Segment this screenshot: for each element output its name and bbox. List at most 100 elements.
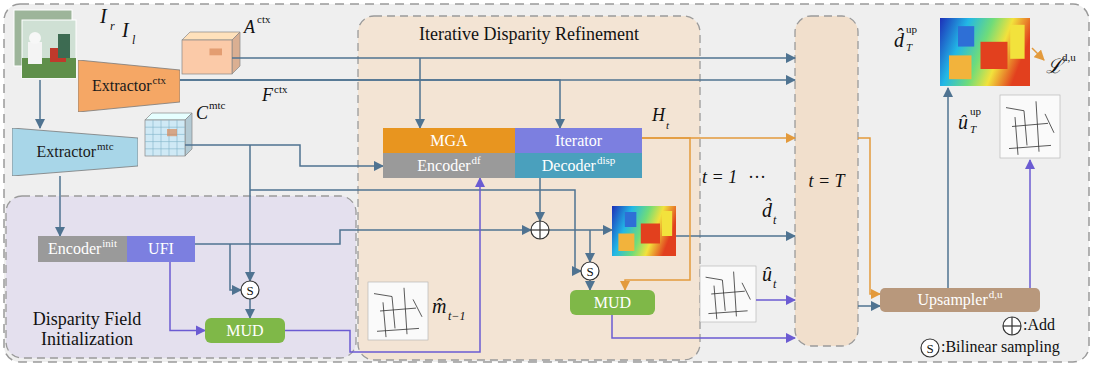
feature-symbol: C bbox=[196, 104, 208, 122]
feature-volume bbox=[182, 32, 240, 74]
connector bbox=[858, 305, 880, 307]
mask-map bbox=[368, 282, 428, 340]
subscript: l bbox=[132, 34, 135, 46]
subscript: t bbox=[666, 120, 669, 131]
node-text: Extractorctx bbox=[92, 77, 166, 95]
wire bbox=[947, 88, 949, 288]
image-symbol: I bbox=[122, 20, 129, 40]
node-text: MGA bbox=[430, 132, 467, 150]
subscript: t bbox=[773, 214, 776, 226]
disparity-map bbox=[940, 18, 1030, 86]
module-box: Iterator bbox=[515, 128, 642, 153]
add-symbol bbox=[531, 221, 549, 239]
stage-panel: Disparity Field Initialization Encoderini… bbox=[6, 196, 356, 358]
subscript: t bbox=[773, 278, 776, 290]
node-label: Upsampler bbox=[918, 291, 988, 308]
superscript: df bbox=[472, 154, 481, 166]
wire bbox=[419, 58, 421, 128]
feature-extractor: Extractorctx bbox=[78, 60, 180, 112]
module-box: Encoderinit bbox=[38, 236, 127, 262]
wire bbox=[232, 57, 795, 59]
feature-symbol: A bbox=[244, 18, 255, 36]
node-text: Encoderdf bbox=[417, 157, 480, 175]
module-box: Encoderdf bbox=[383, 153, 515, 178]
node-label: Extractor bbox=[92, 77, 152, 94]
node-label: Disparity Field Initialization bbox=[33, 309, 142, 350]
node-text: MUD bbox=[594, 294, 631, 312]
module-box: MUD bbox=[570, 290, 655, 315]
subscript: r bbox=[110, 20, 115, 32]
ellipsis: ··· bbox=[748, 168, 766, 186]
node-label: Iterative Disparity Refinement bbox=[419, 24, 639, 44]
node-text: UFI bbox=[148, 240, 174, 258]
iteration-panel: t = T bbox=[795, 16, 858, 346]
stage-panel: Iterative Disparity RefinementMGA Iterato… bbox=[358, 16, 700, 360]
panel-fill bbox=[358, 16, 700, 360]
superscript: init bbox=[102, 237, 117, 249]
connector bbox=[180, 79, 795, 81]
wire bbox=[185, 145, 383, 166]
mask-symbol: m̂ bbox=[432, 296, 446, 316]
node-label: UFI bbox=[148, 240, 174, 257]
wire bbox=[676, 235, 795, 237]
superscript: d,u bbox=[989, 288, 1003, 300]
node-label: Encoder bbox=[417, 157, 470, 174]
node-label: Decoder bbox=[542, 157, 596, 174]
wire bbox=[39, 80, 41, 128]
node-text: MUD bbox=[226, 322, 263, 340]
iteration-label: t = 1 bbox=[702, 168, 737, 186]
panel-fill bbox=[795, 16, 858, 346]
superscript: ctx bbox=[257, 14, 270, 25]
wire bbox=[589, 280, 591, 290]
module-box: MUD bbox=[205, 318, 285, 343]
hidden-state-symbol: H bbox=[652, 106, 665, 124]
cost-volume bbox=[145, 113, 192, 156]
connector bbox=[285, 178, 480, 352]
module-box: Upsamplerd,u bbox=[880, 288, 1040, 312]
wire bbox=[249, 299, 251, 318]
stereo-images bbox=[14, 10, 76, 78]
node-label: MUD bbox=[226, 322, 263, 339]
uncertainty-symbol: û bbox=[958, 112, 968, 132]
sampling-symbol: S bbox=[926, 342, 933, 355]
subscript: T bbox=[906, 42, 912, 53]
superscript: ctx bbox=[153, 74, 166, 86]
sampling-circle bbox=[581, 262, 599, 280]
node-text: Iterative Disparity Refinement bbox=[358, 24, 700, 45]
node-text: Extractormtc bbox=[36, 143, 113, 161]
sampling-circle bbox=[921, 339, 939, 357]
feature-symbol: F bbox=[262, 86, 273, 104]
node-text: Upsamplerd,u bbox=[918, 291, 1003, 309]
superscript: mtc bbox=[97, 140, 114, 152]
module-box: MGA bbox=[383, 128, 515, 153]
connector bbox=[170, 262, 205, 331]
node-label: t = T bbox=[808, 171, 844, 192]
wire bbox=[589, 230, 591, 262]
legend-text: :Bilinear sampling bbox=[941, 339, 1060, 355]
sampling-symbol: S bbox=[246, 284, 253, 297]
wire bbox=[539, 178, 541, 221]
image-symbol: I bbox=[100, 6, 107, 26]
wire bbox=[756, 299, 795, 301]
figure-frame bbox=[4, 4, 1089, 362]
loss-symbol: ℒ bbox=[1046, 56, 1063, 76]
sampling-circle bbox=[241, 281, 259, 299]
disparity-map bbox=[612, 206, 676, 256]
feature-extractor: Extractormtc bbox=[12, 128, 138, 176]
superscript: mtc bbox=[209, 100, 226, 111]
wire bbox=[1032, 48, 1044, 60]
subscript: T bbox=[970, 124, 976, 135]
add-symbol bbox=[1003, 317, 1021, 335]
node-label: Encoder bbox=[48, 240, 101, 257]
node-text: t = T bbox=[795, 16, 858, 346]
disparity-symbol: d̂ bbox=[762, 200, 772, 220]
uncertainty-map bbox=[700, 266, 756, 322]
wire bbox=[549, 229, 612, 231]
superscript: d,u bbox=[1062, 52, 1076, 63]
connector bbox=[59, 176, 61, 236]
node-label: Extractor bbox=[36, 143, 96, 160]
module-box: UFI bbox=[127, 236, 195, 262]
connector bbox=[180, 80, 560, 128]
node-text: Decoderdisp bbox=[542, 157, 616, 175]
subscript: t−1 bbox=[448, 310, 465, 322]
